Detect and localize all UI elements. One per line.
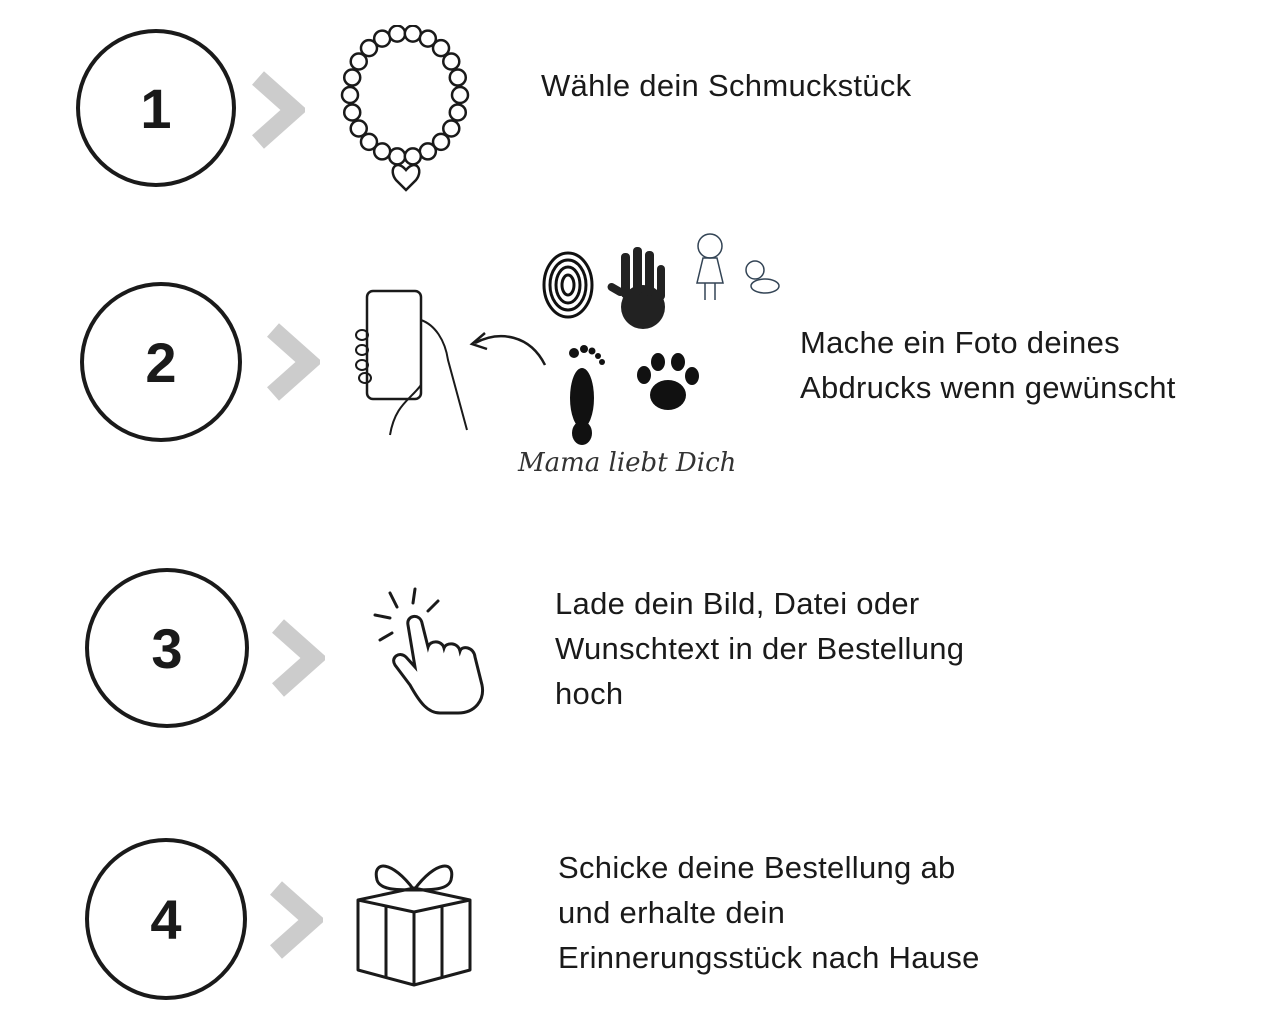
step-3-text: Lade dein Bild, Datei oder Wunschtext in… [555, 581, 964, 716]
step-text-line: Mache ein Foto deines [800, 325, 1120, 360]
pawprint-icon [637, 353, 699, 410]
bead [403, 25, 423, 43]
bead [418, 29, 438, 48]
bead [372, 142, 392, 161]
bead [387, 147, 407, 166]
bead [431, 38, 451, 58]
bead [342, 103, 362, 122]
handwriting-sample: Mama liebt Dich [518, 448, 737, 478]
chevron-right-icon [267, 323, 320, 401]
step-1-text: Wähle dein Schmuckstück [541, 63, 911, 108]
fingerprint-icon [542, 251, 594, 319]
chevron-right-icon [270, 881, 323, 959]
step-text-line: Erinnerungsstück nach Hause [558, 940, 980, 975]
footprint-icon [569, 345, 605, 445]
bead [442, 52, 461, 71]
pointer-click-icon [373, 587, 485, 715]
phone-in-hand-icon [355, 289, 547, 436]
bead [448, 103, 468, 122]
step-4-number: 4 [85, 838, 247, 1000]
bracelet-icon [340, 25, 470, 192]
bead [349, 119, 368, 138]
step-text-line: Abdrucks wenn gewünscht [800, 370, 1176, 405]
step-text-line: Wunschtext in der Bestellung [555, 631, 965, 666]
step-text-line: und erhalte dein [558, 895, 786, 930]
bead [359, 132, 379, 152]
bead [418, 142, 438, 161]
step-text-line: Schicke deine Bestellung ab [558, 850, 956, 885]
bead [431, 132, 451, 152]
bead [450, 85, 470, 105]
gift-icon [356, 864, 472, 987]
handprint-icon [607, 247, 665, 329]
bead [448, 68, 468, 87]
bead [442, 119, 461, 138]
chevron-right-icon [252, 71, 305, 149]
bead [372, 29, 392, 48]
step-2-text: Mache ein Foto deines Abdrucks wenn gewü… [800, 320, 1176, 410]
bead [359, 38, 379, 58]
bead [387, 25, 407, 43]
bead [340, 85, 360, 105]
step-1-number: 1 [76, 29, 236, 187]
step-text-line: Wähle dein Schmuckstück [541, 68, 912, 103]
step-4-text: Schicke deine Bestellung ab und erhalte … [558, 845, 980, 980]
step-text-line: hoch [555, 676, 624, 711]
child-drawing-icon [696, 233, 780, 300]
chevron-right-icon [272, 619, 325, 697]
step-text-line: Lade dein Bild, Datei oder [555, 586, 920, 621]
bead [342, 68, 362, 87]
bead [403, 147, 423, 166]
step-3-number: 3 [85, 568, 249, 728]
step-2-number: 2 [80, 282, 242, 442]
bead [349, 52, 368, 71]
